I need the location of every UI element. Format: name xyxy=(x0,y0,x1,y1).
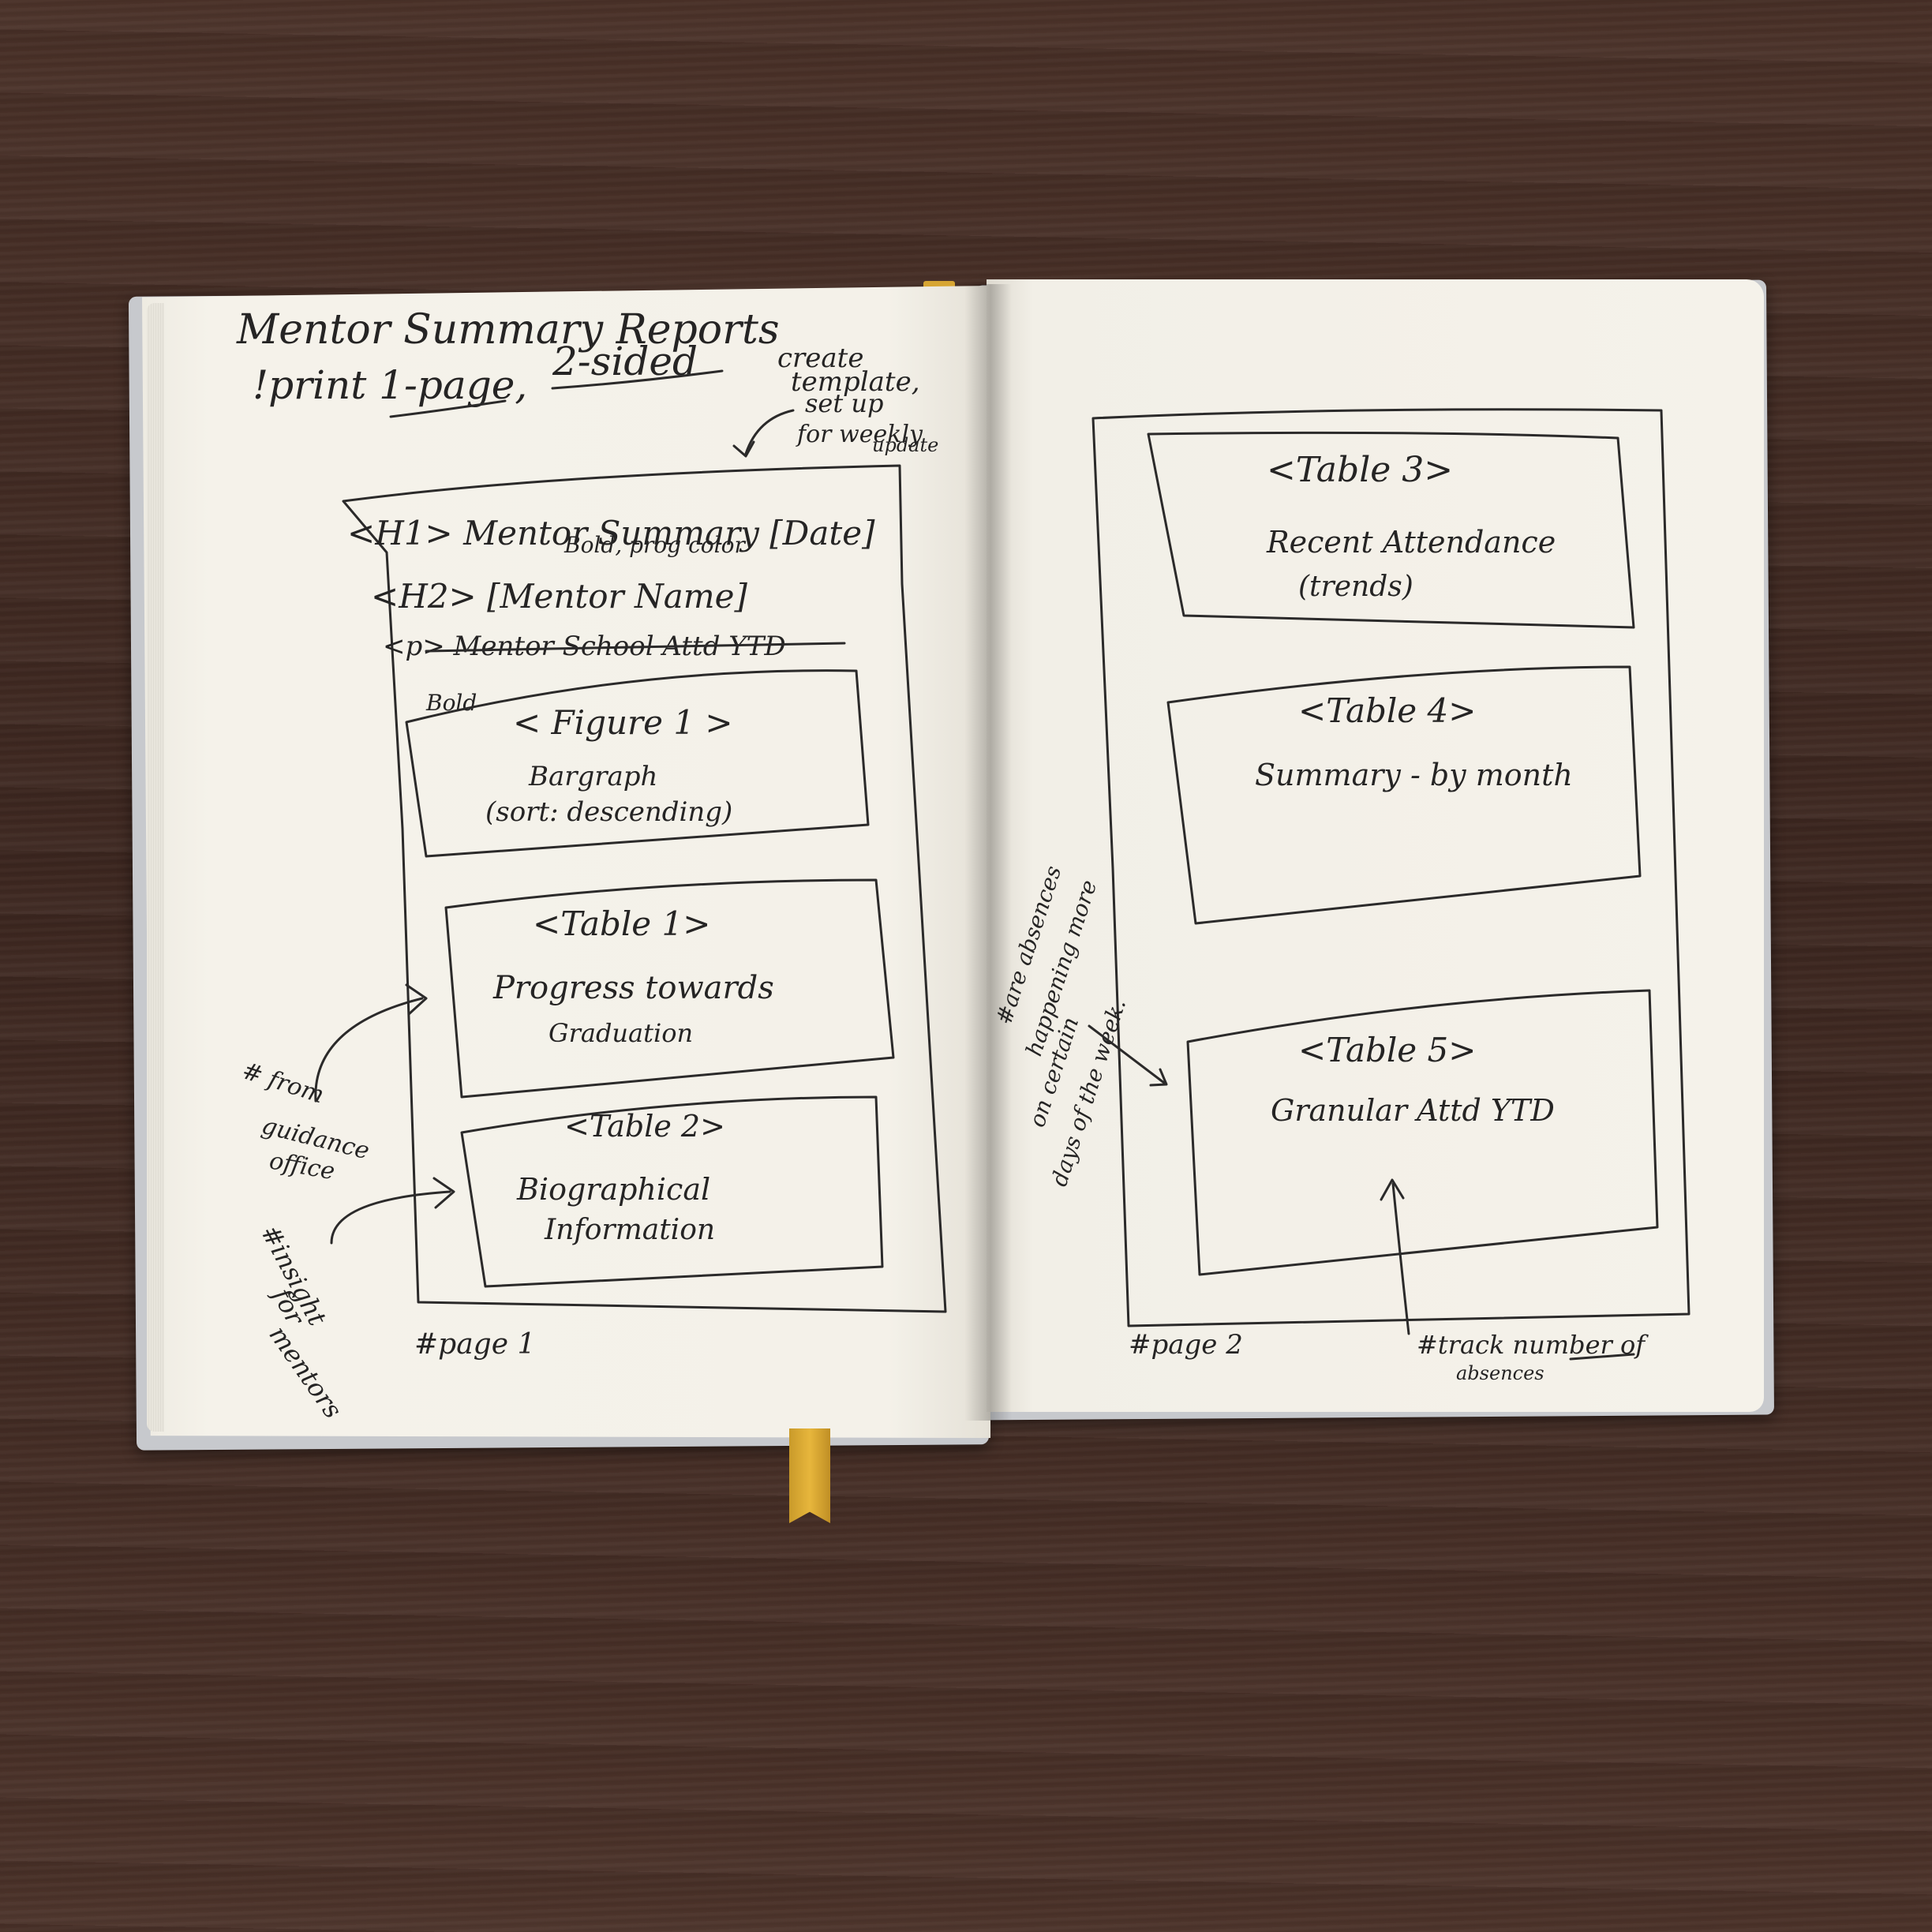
table-1-box: <Table 1> Progress towards Graduation xyxy=(444,878,895,1099)
page-1-frame: <H1> Mentor Summary [Date] Bold, prog co… xyxy=(342,464,947,1313)
figure-1-box: < Figure 1 > Bargraph (sort: descending) xyxy=(405,669,870,858)
table-4-box: <Table 4> Summary - by month xyxy=(1166,665,1642,925)
arrow-guidance xyxy=(314,997,424,1103)
arrow-track-head xyxy=(1380,1178,1405,1201)
table-3-tag: <Table 3> xyxy=(1267,450,1453,490)
title-line-2-prefix: !print 1-page, xyxy=(253,362,527,408)
underline-2-sided xyxy=(551,369,724,390)
ribbon-bookmark xyxy=(789,1428,830,1523)
table-1-line-2: Graduation xyxy=(549,1018,693,1048)
table-1-line-1: Progress towards xyxy=(492,970,774,1006)
note-template-line-5: update xyxy=(872,434,938,456)
table-2-line-1: Biographical xyxy=(516,1172,710,1207)
bottom-note-line-2: absences xyxy=(1456,1362,1544,1384)
note-template-line-1: create xyxy=(777,343,863,374)
table-4-line-1: Summary - by month xyxy=(1255,758,1573,792)
side-note-1-line-1: # from xyxy=(239,1057,328,1109)
figure-1-line-1: Bargraph xyxy=(528,761,657,792)
arrow-track xyxy=(1391,1182,1410,1335)
table-3-line-2: (trends) xyxy=(1298,571,1413,603)
arrow-insight xyxy=(330,1190,451,1245)
side-note-guidance: # from guidance office xyxy=(239,983,428,1185)
h1-line: <H1> Mentor Summary [Date] xyxy=(347,514,875,552)
side-note-insight: #insight for mentors xyxy=(255,1177,455,1424)
side-note-2-line-3: mentors xyxy=(263,1320,348,1424)
page-1-outline xyxy=(342,464,947,1313)
table-2-box: <Table 2> Biographical Information xyxy=(460,1095,884,1288)
table-5-line-1: Granular Attd YTD xyxy=(1271,1093,1555,1128)
arrow-insight-head xyxy=(432,1177,455,1209)
page-2-outline xyxy=(1091,408,1690,1327)
notebook-page-right xyxy=(987,279,1764,1412)
table-5-box: <Table 5> Granular Attd YTD xyxy=(1186,989,1659,1335)
table-5-tag: <Table 5> xyxy=(1298,1031,1476,1069)
notebook-page-left xyxy=(142,286,990,1438)
arrow-days-head xyxy=(1149,1068,1168,1087)
left-page-title: Mentor Summary Reports !print 1-page, 2-… xyxy=(236,306,780,418)
note-template-line-3: set up xyxy=(805,388,883,418)
page-1-label: #page 1 xyxy=(414,1328,535,1361)
arrow-days xyxy=(1088,1024,1166,1084)
h1-note: Bold, prog color xyxy=(564,532,746,558)
bottom-note-line-1: #track number of xyxy=(1417,1330,1649,1360)
h2-line: <H2> [Mentor Name] xyxy=(371,577,747,616)
table-3-box: <Table 3> Recent Attendance (trends) xyxy=(1147,431,1635,629)
note-template-line-2: template, xyxy=(791,366,920,398)
page-2-frame: <Table 3> Recent Attendance (trends) <Ta… xyxy=(1091,408,1690,1335)
divider-line xyxy=(425,642,846,653)
arrow-template-head xyxy=(732,440,755,458)
side-note-days: #are absences happening more on certain … xyxy=(990,863,1168,1189)
figure-1-line-2: (sort: descending) xyxy=(485,796,732,828)
underline-number xyxy=(1569,1353,1635,1361)
underline-1-page xyxy=(389,399,507,418)
table-3-line-1: Recent Attendance xyxy=(1266,525,1556,560)
arrow-guidance-head xyxy=(405,983,428,1016)
title-line-1: Mentor Summary Reports xyxy=(236,306,780,354)
notebook-gutter xyxy=(964,284,1012,1421)
note-template: create template, set up for weekly updat… xyxy=(732,343,938,458)
note-template-line-4: for weekly xyxy=(796,421,923,448)
table-2-tag: <Table 2> xyxy=(564,1109,725,1144)
page-2-label: #page 2 xyxy=(1129,1329,1243,1361)
arrow-template xyxy=(744,409,795,455)
table-2-line-2: Information xyxy=(544,1214,715,1246)
table-4-tag: <Table 4> xyxy=(1298,691,1476,730)
page-edges xyxy=(147,303,164,1432)
figure-1-tag: < Figure 1 > xyxy=(513,703,733,742)
table-1-tag: <Table 1> xyxy=(533,904,710,943)
